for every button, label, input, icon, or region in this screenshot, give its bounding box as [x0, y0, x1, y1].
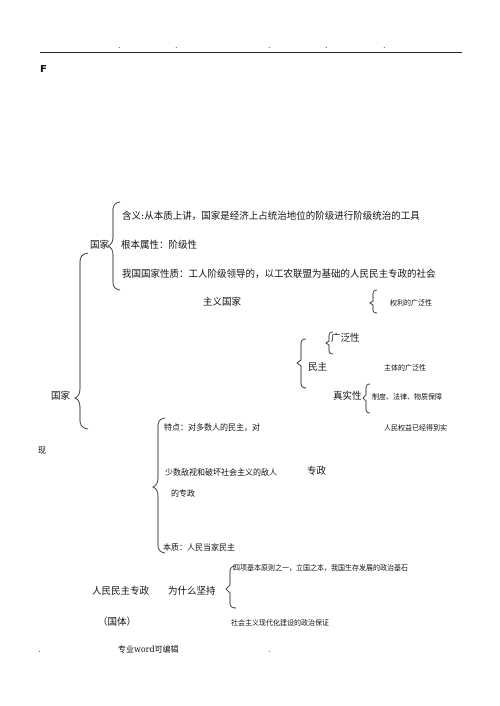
- node-zhidu: 制度、法律、物质保障: [372, 393, 442, 401]
- header-letter: F: [40, 64, 47, 75]
- node-root-guojia: 国家: [51, 391, 71, 402]
- header-dot-2: .: [175, 41, 178, 50]
- node-shaoshu: 少数敌视和破坏社会主义的敌人: [165, 468, 277, 477]
- node-benzhi: 本质：人民当家民主: [163, 543, 235, 552]
- node-minzhu: 民主: [308, 362, 328, 373]
- header-dot-5: .: [383, 41, 386, 50]
- footer-label: 专业word可编辑: [118, 645, 179, 654]
- node-sixiang: 四项基本原则之一，立国之本，我国生存发展的政治基石: [233, 564, 408, 572]
- node-quanli: 权利的广泛性: [390, 299, 432, 307]
- node-baozheng: 社会主义现代化建设的政治保证: [231, 619, 329, 627]
- footer-dot-left: .: [38, 645, 41, 654]
- node-guangfan: 广泛性: [331, 333, 360, 344]
- node-de-zhuanzheng: 的专政: [171, 489, 195, 498]
- node-tedian: 特点：对多数人的民主，对: [164, 423, 260, 432]
- node-weishenme: 为什么坚持: [168, 586, 216, 597]
- node-xingzhi-line2: 主义国家: [203, 297, 242, 308]
- node-hanyi: 含义:从本质上讲，国家是经济上占统治地位的阶级进行阶级统治的工具: [122, 211, 420, 222]
- node-renmin-quanyi: 人民权益已经得到实: [384, 424, 447, 432]
- header-dot-3: .: [268, 41, 271, 50]
- node-xingzhi-line1: 我国国家性质：工人阶级领导的，以工农联盟为基础的人民民主专政的社会: [122, 269, 436, 280]
- footer-dot-right: .: [268, 645, 271, 654]
- header-dot-1: .: [118, 41, 121, 50]
- node-genben: 根本属性：阶级性: [121, 240, 198, 251]
- header-dot-4: .: [325, 41, 328, 50]
- node-zhenshi: 真实性: [333, 391, 362, 402]
- node-zhuti: 主体的广泛性: [384, 364, 426, 372]
- header-rule: [40, 52, 462, 53]
- node-rmmzzz: 人民民主专政: [92, 586, 150, 597]
- node-zhuanzheng: 专政: [307, 466, 327, 477]
- node-guojia: 国家: [90, 240, 110, 251]
- node-xian: 现: [38, 446, 46, 455]
- node-guoti: （国体）: [98, 617, 137, 628]
